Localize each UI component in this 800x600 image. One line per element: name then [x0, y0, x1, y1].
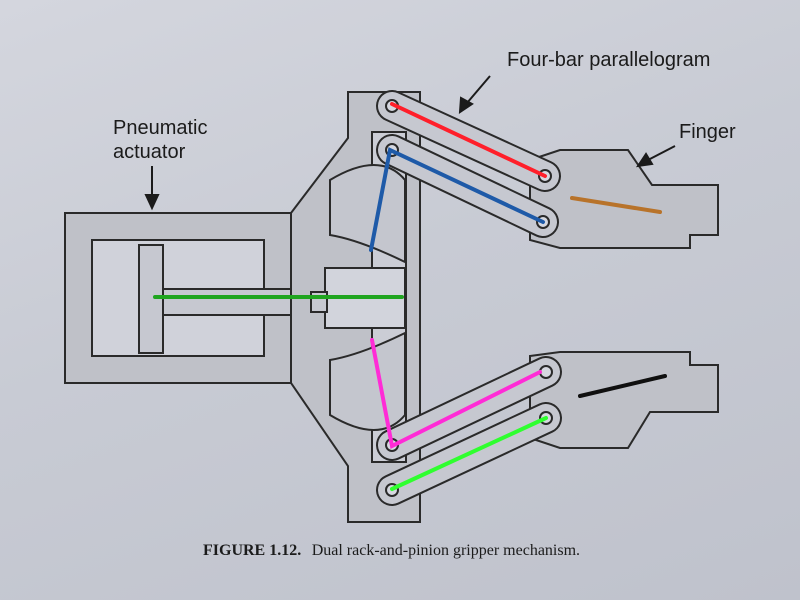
upper-pinion-sector [329, 164, 406, 264]
four-bar-arrowhead [458, 96, 474, 114]
finger-leader-line [647, 145, 676, 161]
black-finger-marker [578, 374, 667, 398]
four-bar-label: Four-bar parallelogram [507, 49, 710, 71]
figure-number: FIGURE 1.12. [203, 542, 301, 559]
magenta-link-marker [370, 338, 542, 449]
actuator-label: actuator [113, 141, 186, 163]
finger-label: Finger [679, 121, 736, 143]
four-bar-leader-line [466, 75, 491, 104]
finger-arrowhead [635, 152, 654, 168]
figure-caption: FIGURE 1.12. Dual rack-and-pinion grippe… [203, 542, 580, 559]
piston-rod [162, 288, 312, 316]
brown-finger-marker [570, 196, 662, 214]
red-link-marker [390, 102, 547, 178]
actuator-arrowhead [144, 194, 160, 211]
lower-finger [529, 351, 719, 449]
light-green-link-marker [390, 416, 548, 491]
figure-caption-text: Dual rack-and-pinion gripper mechanism. [312, 542, 580, 559]
pneumatic-label: Pneumatic [113, 117, 208, 139]
blue-link-marker [369, 147, 545, 252]
upper-finger [529, 149, 719, 249]
